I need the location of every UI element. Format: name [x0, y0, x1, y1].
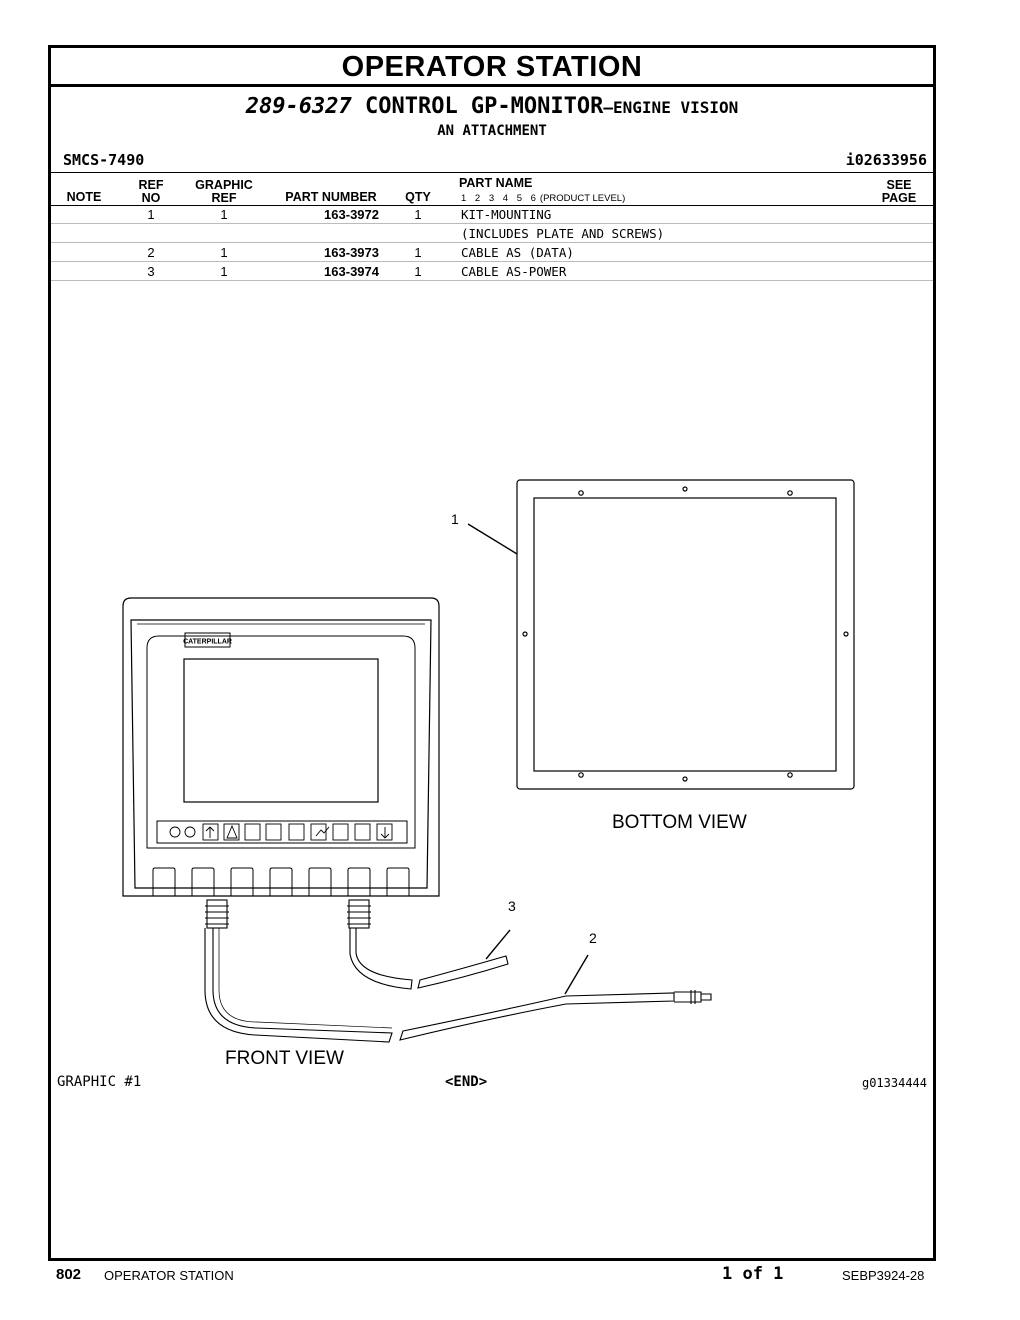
brand-logo: CATERPILLAR	[183, 639, 232, 646]
parts-table-body: 1 1 163-3972 1 KIT-MOUNTING (INCLUDES PL…	[51, 205, 933, 281]
col-note: NOTE	[66, 190, 102, 204]
parts-illustration: 1 BOTTOM VIEW	[122, 479, 855, 1069]
graphic-ref: 1	[220, 207, 228, 222]
graphic-id: g01334444	[861, 1076, 927, 1090]
part-name: CABLE AS-POWER	[461, 264, 567, 279]
col-qty: QTY	[405, 190, 431, 204]
monitor-unit	[122, 597, 440, 897]
illustration-id: i02633956	[845, 151, 927, 169]
ref-no: 1	[147, 207, 155, 222]
part-name: KIT-MOUNTING	[461, 207, 552, 222]
group-part-number: 289-6327	[245, 94, 352, 119]
footer-section: OPERATOR STATION	[104, 1268, 234, 1283]
callout-2-leader	[564, 954, 589, 995]
part-number: 163-3974	[324, 264, 379, 279]
mounting-plate	[516, 479, 855, 790]
part-name: (INCLUDES PLATE AND SCREWS)	[461, 226, 665, 241]
cable-3	[347, 899, 509, 990]
cable-2	[204, 899, 712, 1043]
page-of: 1 of 1	[722, 1264, 784, 1284]
col-part-number: PART NUMBER	[285, 190, 377, 204]
table-row: 1 1 163-3972 1 KIT-MOUNTING	[51, 205, 933, 224]
page-number: 802	[56, 1266, 82, 1283]
graphic-label: GRAPHIC #1	[57, 1074, 142, 1090]
table-row: (INCLUDES PLATE AND SCREWS)	[51, 224, 933, 243]
callout-2: 2	[589, 930, 597, 946]
page-frame: OPERATOR STATION 289-6327 CONTROL GP-MON…	[48, 45, 936, 1261]
table-row: 2 1 163-3973 1 CABLE AS (DATA)	[51, 243, 933, 262]
qty: 1	[414, 245, 422, 260]
table-row: 3 1 163-3974 1 CABLE AS-POWER	[51, 262, 933, 281]
part-name: CABLE AS (DATA)	[461, 245, 574, 260]
group-title: 289-6327 CONTROL GP-MONITOR—ENGINE VISIO…	[51, 94, 933, 119]
smcs-code: SMCS-7490	[63, 151, 145, 169]
graphic-ref: 1	[220, 245, 228, 260]
ref-no: 2	[147, 245, 155, 260]
callout-1: 1	[451, 511, 459, 527]
part-number: 163-3972	[324, 207, 379, 222]
callout-3: 3	[508, 898, 516, 914]
group-suffix: —ENGINE VISION	[603, 98, 739, 117]
product-levels: 1 2 3 4 5 6(PRODUCT LEVEL)	[461, 193, 626, 204]
col-part-name: PART NAME	[459, 176, 533, 190]
ref-no: 3	[147, 264, 155, 279]
front-view-label: FRONT VIEW	[225, 1048, 344, 1069]
end-marker: <END>	[445, 1074, 488, 1090]
attachment-label: AN ATTACHMENT	[437, 123, 547, 139]
page-title: OPERATOR STATION	[51, 48, 933, 87]
callout-3-leader	[485, 929, 511, 960]
part-number: 163-3973	[324, 245, 379, 260]
callout-1-leader	[467, 523, 518, 555]
graphic-ref: 1	[220, 264, 228, 279]
group-name: CONTROL GP-MONITOR	[364, 94, 604, 119]
bottom-view-label: BOTTOM VIEW	[612, 812, 747, 833]
qty: 1	[414, 264, 422, 279]
document-number: SEBP3924-28	[842, 1268, 925, 1283]
qty: 1	[414, 207, 422, 222]
